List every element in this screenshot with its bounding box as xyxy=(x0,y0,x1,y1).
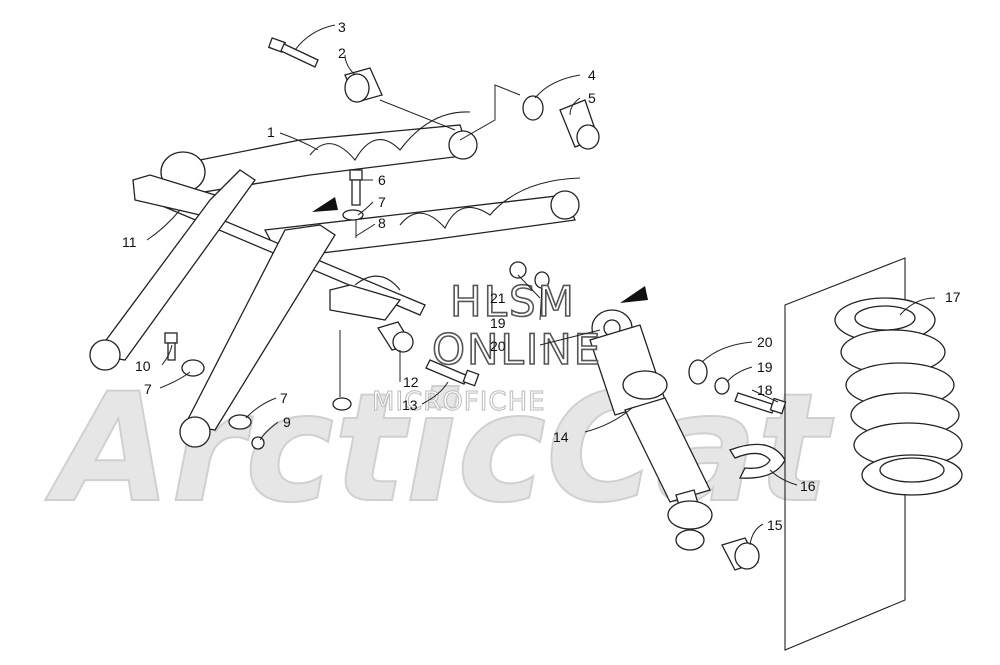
callout-5: 5 xyxy=(588,90,596,106)
callout-11: 11 xyxy=(122,234,137,250)
callout-7-left: 7 xyxy=(144,381,152,397)
callout-14: 14 xyxy=(553,429,569,445)
callout-2: 2 xyxy=(338,45,346,61)
callout-19-right: 19 xyxy=(757,359,773,375)
brand-watermark: ArcticCat xyxy=(45,362,834,536)
callout-6: 6 xyxy=(378,172,386,188)
bolt-18 xyxy=(734,392,787,415)
callout-10: 10 xyxy=(135,358,151,374)
arrow-indicator-right xyxy=(620,286,648,303)
callout-20-top: 20 xyxy=(490,338,506,354)
coil-spring xyxy=(834,297,963,496)
washer-7-bottom xyxy=(228,414,252,430)
callout-16: 16 xyxy=(800,478,816,494)
bolt-6 xyxy=(349,169,363,206)
bolt-10 xyxy=(164,332,178,361)
watermark-line-2: ONLINE xyxy=(432,325,602,374)
bolt-3 xyxy=(267,37,319,68)
callout-20-right: 20 xyxy=(757,334,773,350)
callout-19-top: 19 xyxy=(490,315,506,331)
nut-9 xyxy=(251,436,265,450)
trailing-arms xyxy=(89,169,336,448)
nut-9-upper xyxy=(332,397,352,411)
callout-3: 3 xyxy=(338,19,346,35)
shock-absorber xyxy=(589,309,713,551)
callout-15: 15 xyxy=(767,517,783,533)
watermark-line-3: MICROFICHE xyxy=(372,387,546,417)
bolt-13 xyxy=(425,359,480,387)
nut-21 xyxy=(509,261,527,279)
callout-7-top: 7 xyxy=(378,194,386,210)
bushing-15 xyxy=(721,537,760,571)
bushing-5 xyxy=(559,99,600,150)
callout-13: 13 xyxy=(402,397,418,413)
callout-1: 1 xyxy=(267,124,275,140)
washer-7-left xyxy=(181,359,205,377)
callout-8: 8 xyxy=(378,215,386,231)
callout-12: 12 xyxy=(403,374,419,390)
callout-9: 9 xyxy=(283,414,291,430)
washer-4 xyxy=(522,95,544,121)
spacer-20 xyxy=(688,359,708,385)
bushing-2 xyxy=(344,67,383,103)
callout-7-bottom: 7 xyxy=(280,390,288,406)
watermark-line-1: HLSM xyxy=(450,277,576,326)
callout-18: 18 xyxy=(757,382,773,398)
washer-19-side xyxy=(714,377,730,395)
callout-17: 17 xyxy=(945,289,961,305)
callout-21: 21 xyxy=(490,290,506,306)
spring-frame xyxy=(784,257,906,651)
callout-4: 4 xyxy=(588,67,596,83)
spring-retainer-16 xyxy=(729,443,786,479)
washer-7-top xyxy=(342,209,364,221)
bushing-12 xyxy=(376,321,414,353)
arrow-indicator-left xyxy=(312,197,338,212)
